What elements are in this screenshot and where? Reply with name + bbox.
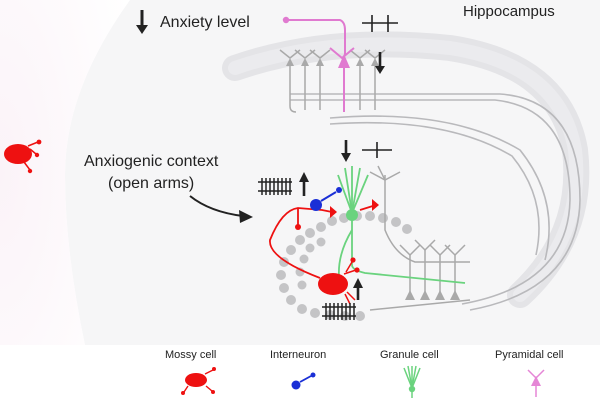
anxiety-level-label: Anxiety level [160, 14, 250, 31]
context-label-line1: Anxiogenic context [84, 153, 219, 170]
ca3-pyramidal-somata [405, 290, 460, 300]
brain-slice-background [0, 0, 600, 345]
legend-item-mossy-cell: Mossy cell [165, 349, 216, 395]
legend-label: Mossy cell [165, 349, 216, 361]
pyramidal-cell [282, 16, 355, 112]
pyramidal-cell-icon [527, 369, 545, 397]
legend-item-granule-cell: Granule cell [380, 349, 439, 398]
granule-cell [337, 166, 466, 286]
legend-label: Interneuron [270, 349, 326, 361]
mossy-receptor-bars-icon [322, 303, 356, 320]
legend: Mossy cell Interneuron Granule cell [165, 349, 563, 398]
left-mossy-cell [4, 139, 42, 174]
granule-down-arrow-icon [341, 140, 351, 162]
interneuron-up-arrow-icon [299, 172, 309, 196]
interneuron [310, 187, 342, 211]
legend-label: Granule cell [380, 349, 439, 361]
anxiety-down-arrow-icon [136, 10, 148, 34]
mossy-cell-icon [181, 367, 216, 395]
legend-item-pyramidal-cell: Pyramidal cell [495, 349, 563, 397]
interneuron-receptor-bars-icon [258, 178, 292, 195]
granule-activity-cross-icon [362, 142, 392, 158]
pyramidal-activity-double-cross-icon [362, 15, 398, 32]
context-label-line2: (open arms) [108, 175, 194, 192]
legend-item-interneuron: Interneuron [270, 349, 326, 390]
axon-arcs [290, 93, 581, 311]
ca3-gray-neurons [369, 165, 471, 311]
granule-cell-soma [346, 209, 358, 221]
ca1-pyramidal-layer [279, 49, 386, 113]
mossy-up-arrow-icon [353, 278, 363, 300]
mossy-cell [318, 257, 360, 305]
interneuron-icon [291, 372, 316, 390]
hippocampus-ca-band [222, 31, 590, 308]
granule-cell-icon [403, 365, 421, 398]
region-label-hippocampus: Hippocampus [463, 3, 555, 20]
left-tissue-shade [0, 0, 130, 345]
mossy-axon-terminals [295, 199, 379, 230]
pyramidal-down-arrow-icon [375, 52, 385, 74]
legend-label: Pyramidal cell [495, 349, 563, 361]
context-curved-arrow-icon [189, 195, 253, 223]
